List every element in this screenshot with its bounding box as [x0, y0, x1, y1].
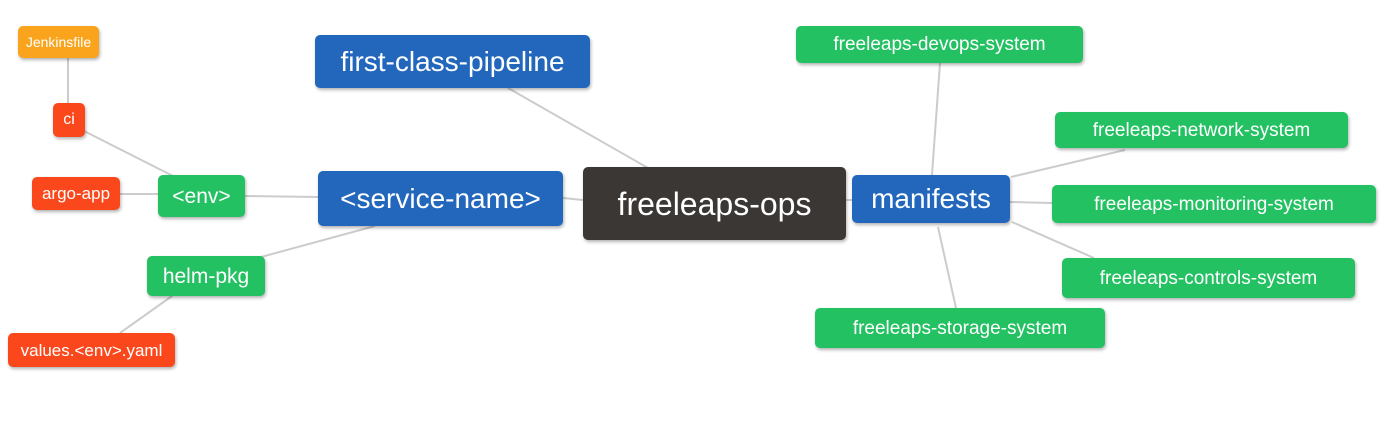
edge-ci-to-env	[83, 130, 176, 178]
node-helm-pkg[interactable]: helm-pkg	[147, 256, 265, 296]
node-service-name[interactable]: <service-name>	[318, 171, 563, 226]
node-ci[interactable]: ci	[53, 103, 85, 137]
node-freeleaps-controls-system[interactable]: freeleaps-controls-system	[1062, 258, 1355, 298]
node-argo-app[interactable]: argo-app	[32, 177, 120, 210]
edge-manifests-to-freeleaps-storage-system	[937, 226, 957, 309]
node-manifests[interactable]: manifests	[852, 175, 1010, 223]
edge-manifests-to-freeleaps-controls-system	[1011, 221, 1095, 259]
node-values-env-yaml[interactable]: values.<env>.yaml	[8, 333, 175, 367]
edge-helm-pkg-to-values-env-yaml	[119, 295, 173, 334]
edge-service-name-to-freeleaps-ops	[562, 197, 584, 201]
node-freeleaps-network-system[interactable]: freeleaps-network-system	[1055, 112, 1348, 148]
edge-service-name-to-helm-pkg	[249, 225, 376, 261]
node-freeleaps-ops[interactable]: freeleaps-ops	[583, 167, 846, 240]
edge-env-to-service-name	[244, 195, 319, 198]
edge-manifests-to-freeleaps-network-system	[1010, 149, 1126, 178]
edge-manifests-to-freeleaps-monitoring-system	[1009, 201, 1053, 204]
node-jenkinsfile[interactable]: Jenkinsfile	[18, 26, 99, 58]
node-freeleaps-devops-system[interactable]: freeleaps-devops-system	[796, 26, 1083, 63]
edge-first-class-pipeline-to-freeleaps-ops	[507, 87, 656, 173]
node-env[interactable]: <env>	[158, 175, 245, 217]
node-freeleaps-monitoring-system[interactable]: freeleaps-monitoring-system	[1052, 185, 1376, 223]
edge-freeleaps-devops-system-to-manifests	[931, 62, 941, 176]
node-freeleaps-storage-system[interactable]: freeleaps-storage-system	[815, 308, 1105, 348]
node-first-class-pipeline[interactable]: first-class-pipeline	[315, 35, 590, 88]
